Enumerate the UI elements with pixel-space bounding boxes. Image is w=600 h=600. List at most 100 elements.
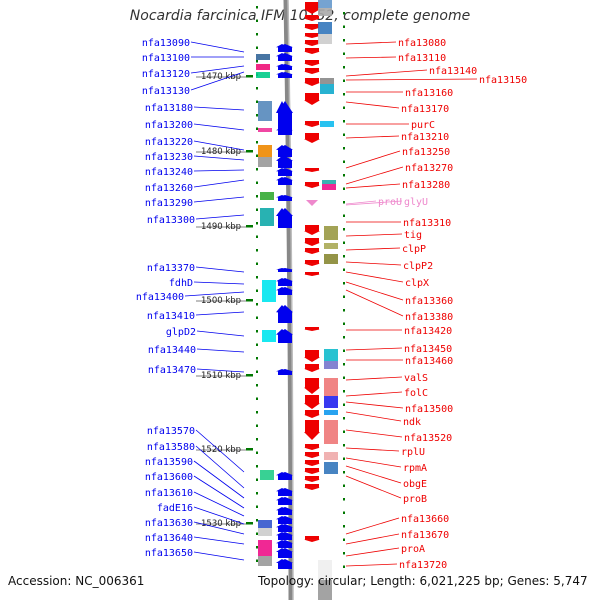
tick-mark-right [343, 457, 345, 460]
gene-head-left-strand [277, 472, 293, 476]
label-leader-right [345, 289, 404, 317]
gene-feature-block [262, 280, 276, 302]
gene-feature-block [318, 0, 332, 8]
gene-head-left-strand [277, 208, 293, 216]
gene-feature-block [324, 361, 338, 369]
gene-head-right-strand [304, 43, 320, 46]
gene-body-right-strand [305, 484, 319, 488]
tick-mark-left [256, 100, 258, 103]
tick-mark-left [256, 289, 258, 292]
gene-feature-block [318, 34, 332, 44]
tick-mark-right [343, 228, 345, 231]
gene-body-right-strand [305, 272, 319, 275]
label-leader-right [345, 347, 403, 351]
label-leader-right [345, 376, 403, 381]
gene-head-left-strand [277, 268, 293, 270]
gene-label-right: nfa13170 [401, 104, 449, 115]
gene-label-left: nfa13090 [142, 38, 190, 49]
gene-head-left-strand [277, 278, 293, 282]
gene-body-right-strand [305, 536, 319, 540]
gene-body-left-strand [278, 160, 292, 168]
gene-body-left-strand [278, 518, 292, 524]
gene-body-left-strand [278, 490, 292, 496]
label-leader-right [345, 391, 403, 397]
gene-head-right-strand [304, 432, 320, 440]
gene-head-right-strand [304, 403, 320, 409]
gene-head-right-strand [304, 63, 320, 66]
gene-label-left: nfa13410 [147, 311, 195, 322]
tick-mark-right [343, 363, 345, 366]
tick-mark-right [343, 538, 345, 541]
gene-body-left-strand [278, 371, 292, 375]
label-leader-left [193, 169, 245, 172]
tick-mark-right [343, 390, 345, 393]
gene-label-right: purC [411, 120, 435, 131]
gene-body-left-strand [278, 129, 292, 135]
gene-body-left-strand [278, 74, 292, 78]
gene-label-right: proB [403, 494, 427, 505]
tick-mark-left [256, 357, 258, 360]
gene-feature-block [258, 157, 272, 167]
label-leader-left [193, 521, 245, 535]
tick-mark-left [256, 208, 258, 211]
label-leader-right [345, 261, 402, 266]
gene-body-right-strand [305, 225, 319, 232]
label-leader-left [193, 179, 245, 188]
gene-label-right: nfa13670 [401, 530, 449, 541]
tick-mark-right [343, 39, 345, 42]
tick-mark-left [256, 492, 258, 495]
tick-mark-left [256, 235, 258, 238]
label-leader-right [345, 465, 402, 484]
tick-mark-left [256, 330, 258, 333]
label-leader-left [190, 41, 245, 53]
label-leader-left [196, 330, 245, 337]
gene-body-left-strand [278, 534, 292, 540]
tick-mark-left [256, 114, 258, 117]
gene-label-right: nfa13140 [429, 66, 477, 77]
gene-body-right-strand [305, 364, 319, 370]
gene-head-right-strand [304, 479, 320, 482]
gene-head-left-strand [277, 195, 293, 198]
gene-body-right-strand [305, 395, 319, 405]
gene-label-right: ndk [403, 417, 421, 428]
gene-head-right-strand [304, 329, 320, 331]
label-leader-left [195, 429, 245, 473]
label-leader-left [193, 106, 245, 111]
gene-feature-block [256, 64, 270, 70]
gene-head-right-strand [304, 139, 320, 143]
tick-mark-right [343, 52, 345, 55]
gene-head-left-strand [277, 329, 293, 335]
tick-mark-left [256, 384, 258, 387]
gene-body-right-strand [305, 468, 319, 472]
scale-label: 1510 kbp [201, 371, 241, 381]
gene-body-right-strand [305, 410, 319, 416]
gene-body-left-strand [278, 562, 292, 569]
gene-head-left-strand [277, 287, 293, 291]
gene-label-right: nfa13450 [404, 344, 452, 355]
gene-body-left-strand [278, 474, 292, 480]
scale-label: 1480 kbp [201, 147, 241, 157]
gene-label-right: clpX [405, 278, 429, 289]
scale-tick-mark [246, 522, 253, 525]
gene-label-right: clpP [402, 244, 426, 255]
tick-mark-left [256, 370, 258, 373]
label-leader-right [345, 135, 400, 139]
gene-label-right: nfa13460 [405, 356, 453, 367]
gene-head-right-strand [304, 539, 320, 542]
gene-label-right: proU [378, 197, 402, 208]
gene-label-left: nfa13600 [145, 472, 193, 483]
gene-label-left: nfa13230 [145, 152, 193, 163]
gene-label-right: nfa13210 [401, 132, 449, 143]
gene-body-right-strand [305, 238, 319, 244]
gene-label-left: nfa13630 [145, 518, 193, 529]
label-leader-right [345, 547, 400, 557]
label-leader-right [345, 233, 403, 237]
gene-label-left: nfa13370 [147, 263, 195, 274]
gene-label-right: glyU [404, 197, 428, 208]
gene-head-right-strand [304, 263, 320, 266]
label-leader-right [345, 183, 401, 189]
gene-body-right-strand [305, 350, 319, 358]
gene-body-right-strand [305, 121, 319, 125]
gene-head-left-strand [277, 540, 293, 544]
gene-label-left: fadE16 [157, 503, 193, 514]
